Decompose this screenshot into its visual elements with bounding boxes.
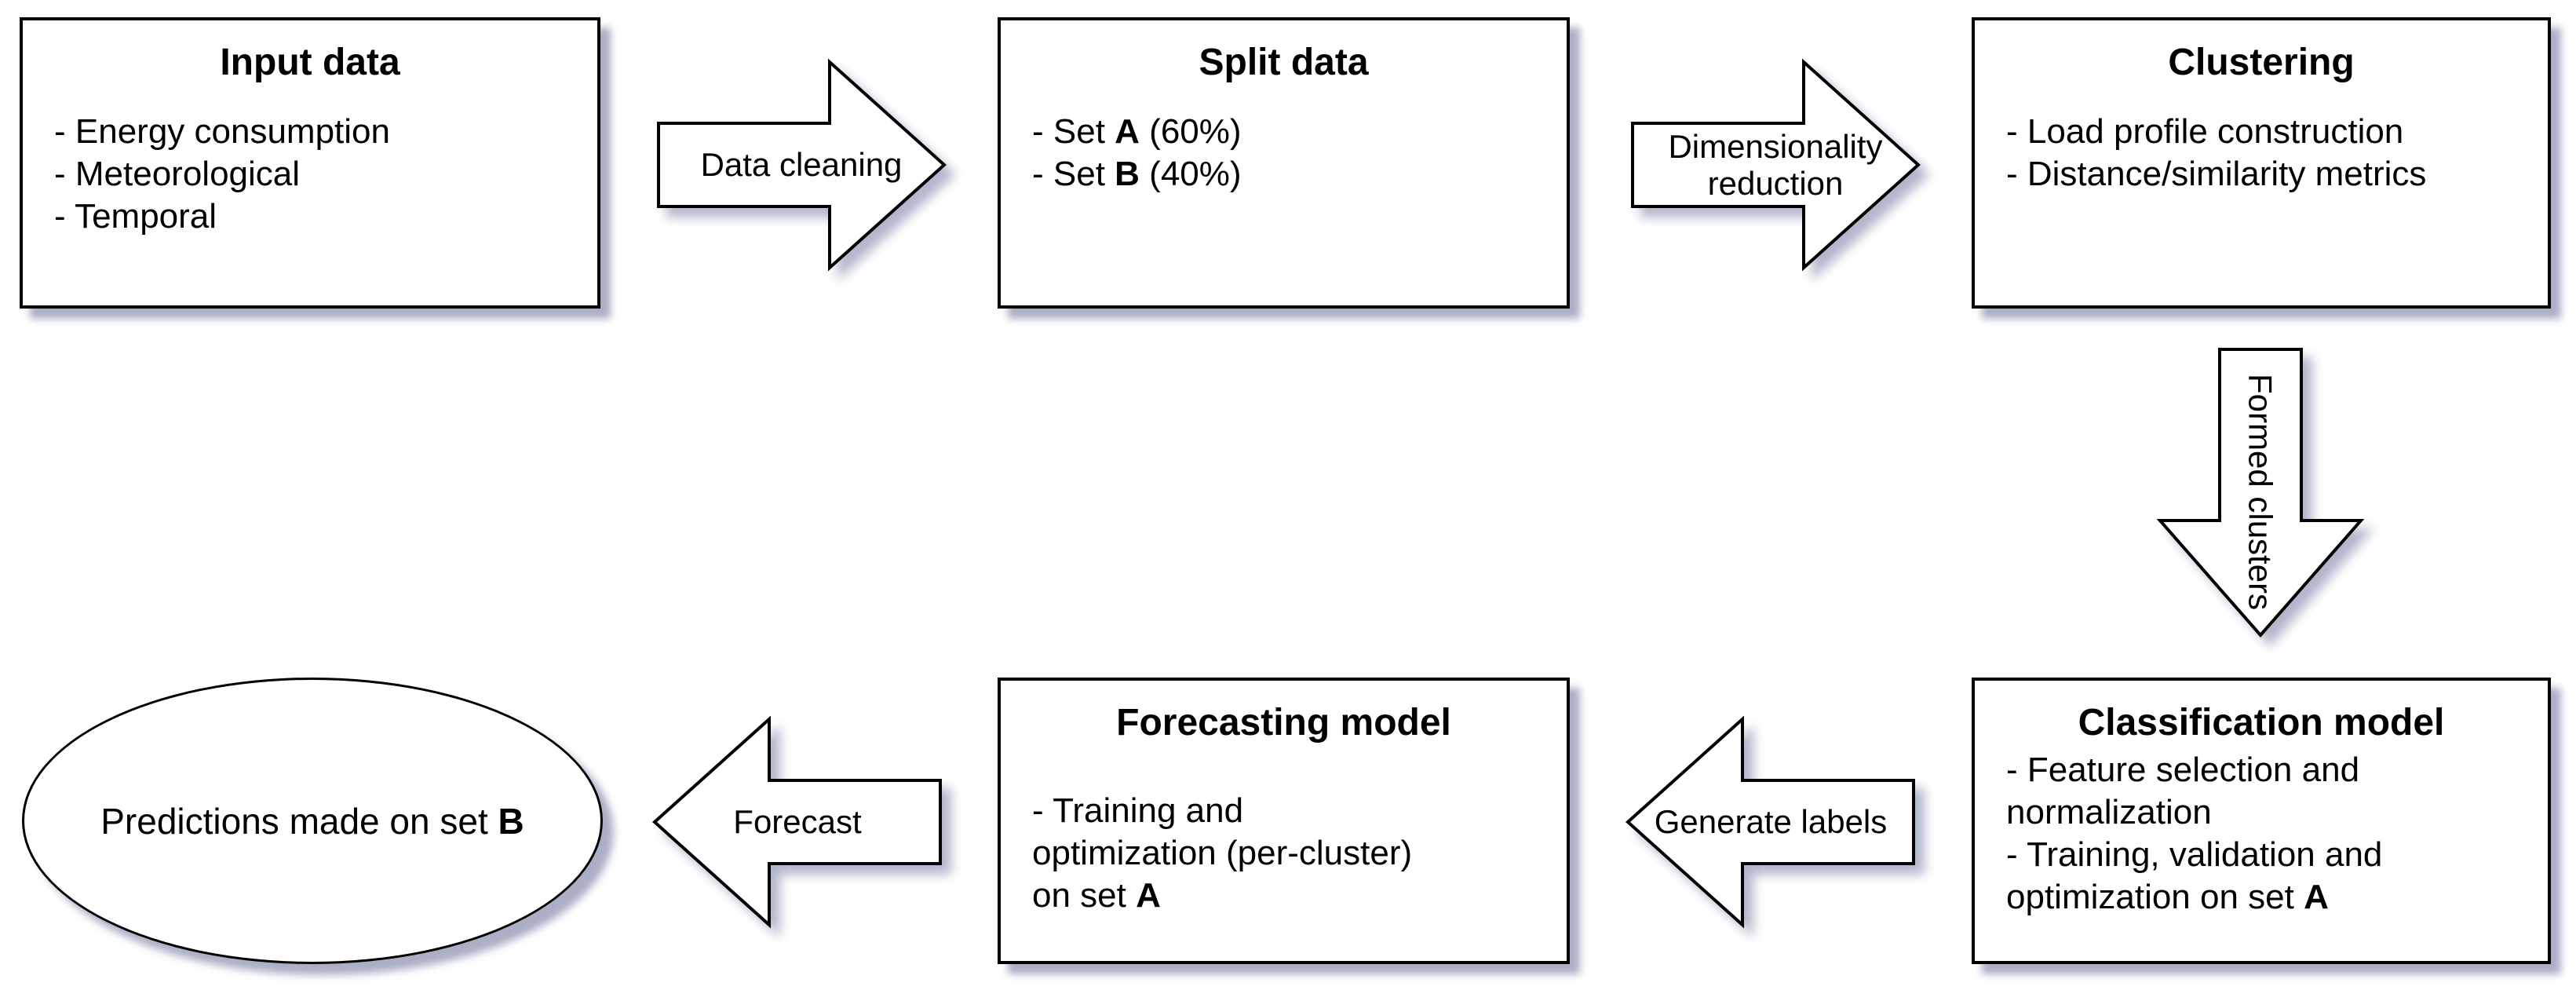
box-body-input-data: - Energy consumption- Meteorological- Te… xyxy=(23,111,597,238)
box-title-clustering: Clustering xyxy=(2168,42,2355,83)
box-title-input-data: Input data xyxy=(220,42,400,83)
process-box-classification-model: Classification model - Feature selection… xyxy=(1972,678,2551,964)
text-line: optimization on set A xyxy=(2006,878,2329,917)
arrow-label-forecast: Forecast xyxy=(733,803,862,841)
block-arrow-formed-clusters: Formed clusters xyxy=(2156,348,2365,638)
text-line: - Set A (60%) xyxy=(1032,112,1242,152)
text-line: Predictions made on set B xyxy=(100,800,524,842)
text-line: - Distance/similarity metrics xyxy=(2006,155,2427,194)
text-line: - Energy consumption xyxy=(54,112,390,152)
right-arrow-icon xyxy=(657,58,947,272)
left-arrow-icon xyxy=(1626,715,1915,929)
ellipse-label-predictions: Predictions made on set B xyxy=(100,800,524,842)
text-line: on set A xyxy=(1032,876,1161,915)
text-line: - Meteorological xyxy=(54,155,301,194)
text-line: - Feature selection and xyxy=(2006,751,2360,790)
box-title-classification-model: Classification model xyxy=(2078,702,2445,743)
arrow-label-data-cleaning: Data cleaning xyxy=(700,146,903,184)
process-box-input-data: Input data - Energy consumption- Meteoro… xyxy=(20,17,600,309)
text-line: - Set B (40%) xyxy=(1032,155,1242,194)
block-arrow-data-cleaning: Data cleaning xyxy=(657,58,947,272)
block-arrow-dimensionality-reduction: Dimensionality reduction xyxy=(1631,58,1921,272)
left-arrow-icon xyxy=(652,715,942,929)
arrow-label-dimensionality-reduction: Dimensionality reduction xyxy=(1668,127,1883,202)
box-title-split-data: Split data xyxy=(1199,42,1369,83)
terminal-ellipse-predictions: Predictions made on set B xyxy=(22,678,603,964)
box-title-forecasting-model: Forecasting model xyxy=(1116,702,1451,743)
arrow-label-formed-clusters: Formed clusters xyxy=(2242,374,2279,611)
right-arrow-icon xyxy=(1631,58,1921,272)
box-body-split-data: - Set A (60%)- Set B (40%) xyxy=(1001,111,1567,195)
block-arrow-generate-labels: Generate labels xyxy=(1626,715,1915,929)
text-line: - Temporal xyxy=(54,197,217,236)
process-box-clustering: Clustering - Load profile construction- … xyxy=(1972,17,2551,309)
text-line: - Load profile construction xyxy=(2006,112,2404,152)
down-arrow-icon xyxy=(2156,348,2365,638)
text-line: optimization (per-cluster) xyxy=(1032,834,1413,873)
text-line: normalization xyxy=(2006,793,2212,832)
text-line: - Training and xyxy=(1032,791,1244,831)
text-line: - Training, validation and xyxy=(2006,835,2383,875)
process-box-split-data: Split data - Set A (60%)- Set B (40%) xyxy=(998,17,1570,309)
box-body-clustering: - Load profile construction- Distance/si… xyxy=(1975,111,2548,195)
arrow-label-generate-labels: Generate labels xyxy=(1654,803,1888,841)
block-arrow-forecast: Forecast xyxy=(652,715,942,929)
